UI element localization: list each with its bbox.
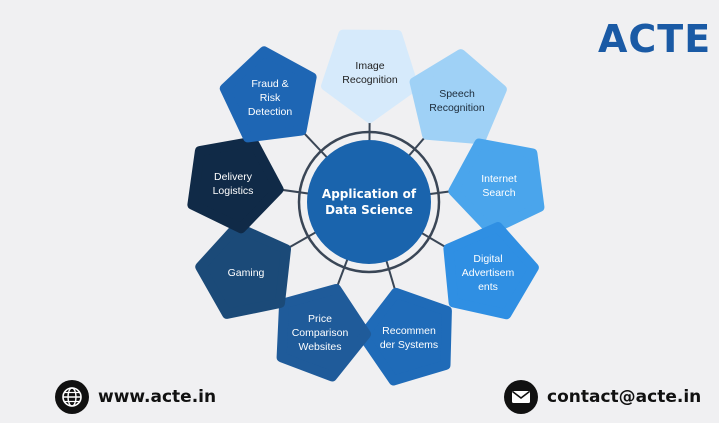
- node-shape: [276, 284, 371, 382]
- center-circle: [307, 140, 431, 264]
- email-text: contact@acte.in: [547, 387, 702, 407]
- center-outer-ring: [297, 130, 441, 274]
- node-shape: [219, 46, 317, 143]
- node-shape: [321, 29, 419, 123]
- acte-logo: ACTE: [598, 17, 712, 61]
- website-text: www.acte.in: [98, 387, 217, 407]
- node-shape: [358, 287, 452, 386]
- node-label: Gaming: [228, 267, 265, 279]
- email-link[interactable]: contact@acte.in: [504, 380, 701, 414]
- node-shape: [443, 222, 539, 320]
- globe-icon: [55, 380, 89, 414]
- envelope-icon: [504, 380, 538, 414]
- node-shape: [409, 49, 507, 145]
- node-shape: [448, 138, 545, 236]
- website-link[interactable]: www.acte.in: [55, 380, 216, 414]
- node-gaming: Gaming: [195, 221, 291, 319]
- node-shape: [187, 136, 284, 234]
